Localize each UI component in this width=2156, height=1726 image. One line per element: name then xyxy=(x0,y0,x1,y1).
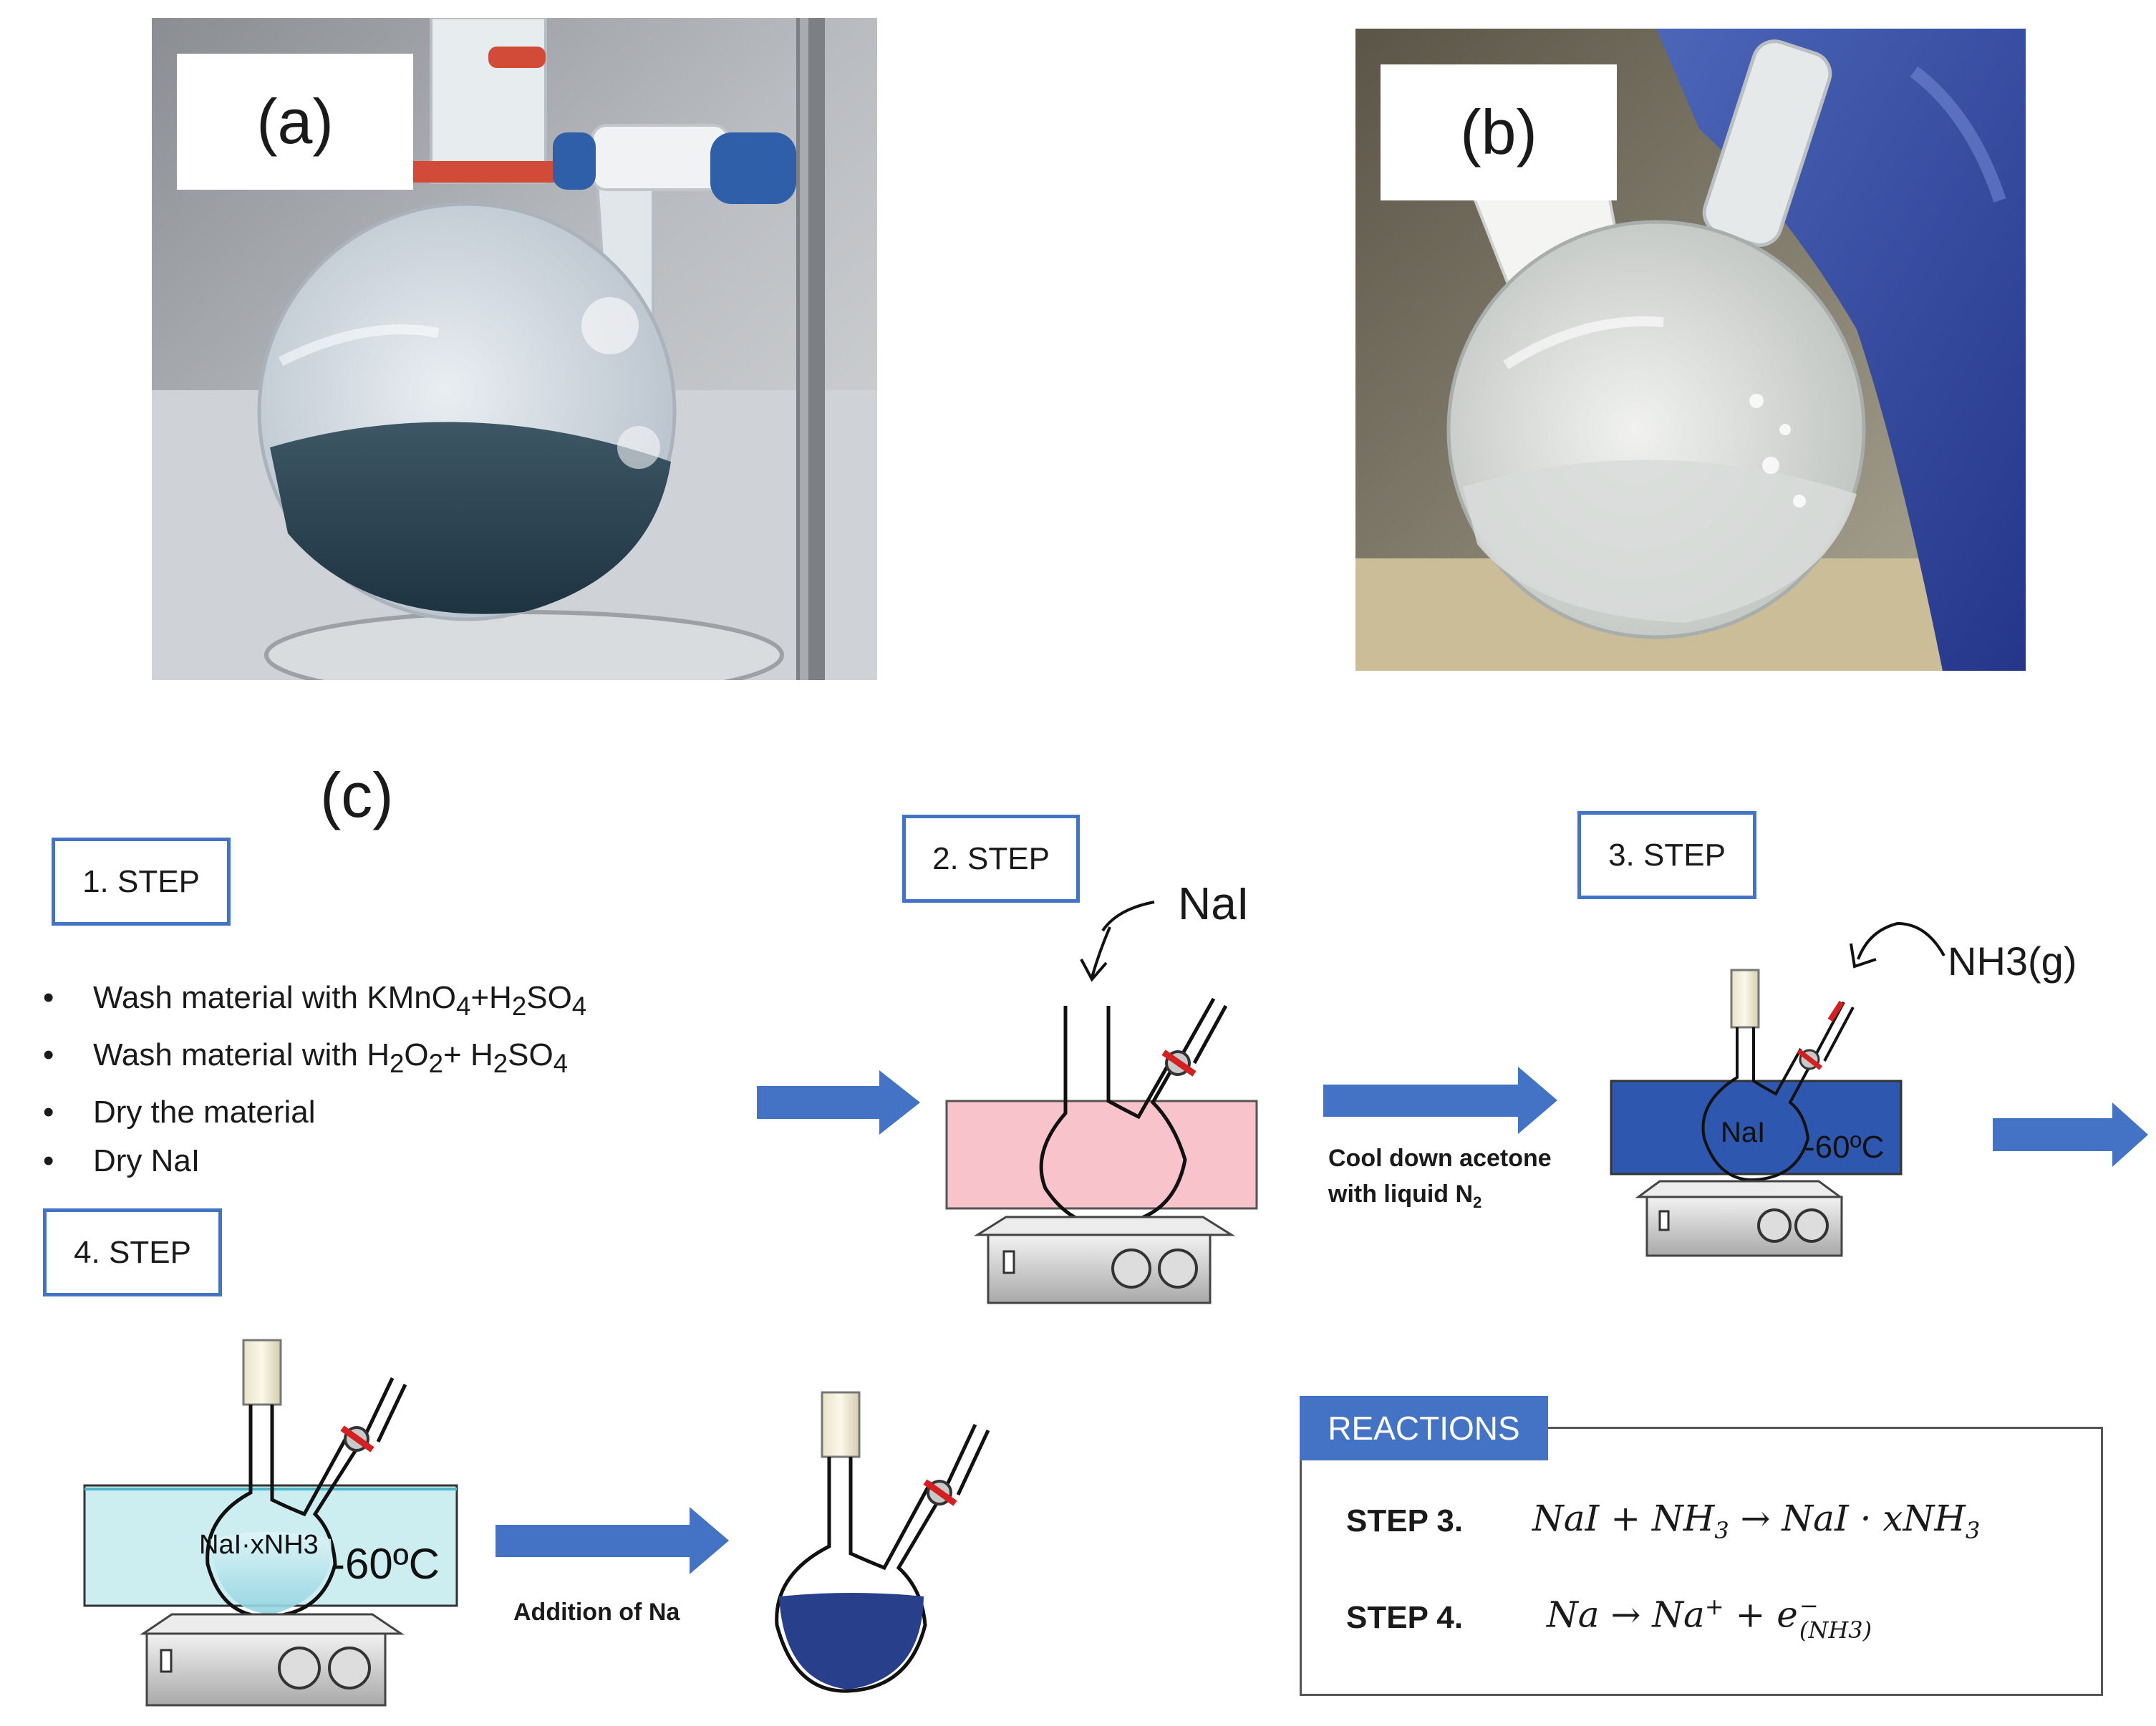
step-3-temperature: -60ºC xyxy=(1804,1130,1885,1165)
arrow-step1-to-step2 xyxy=(757,1070,920,1135)
reactions-title: REACTIONS xyxy=(1300,1396,1548,1460)
cool-down-line-1: Cool down acetone xyxy=(1328,1145,1552,1172)
cool-down-line-2: with liquid N2 xyxy=(1328,1180,1482,1211)
reactions-box xyxy=(1300,1427,2103,1696)
step-4-apparatus xyxy=(83,1339,458,1707)
addition-na-caption: Addition of Na xyxy=(513,1599,680,1626)
reaction-step-3-label: STEP 3. xyxy=(1346,1503,1464,1538)
photo-b-label: (b) xyxy=(1381,64,1617,200)
nh3-gas-label: NH3(g) xyxy=(1948,939,2077,984)
reaction-step-3-equation: NaI + NH3 → NaI · xNH3 xyxy=(1532,1498,1981,1544)
nai-in-flask-label: NaI xyxy=(1721,1117,1766,1148)
reaction-step-4-equation: Na → Na+ + e−(NH3) xyxy=(1547,1591,1872,1644)
arrow-step3-to-step4 xyxy=(1993,1102,2148,1167)
step-4-temperature: -60ºC xyxy=(331,1540,440,1588)
step-1-bullet-list: Wash material with KMnO4+H2SO4 Wash mate… xyxy=(43,974,687,1186)
nai-reagent-label: NaI xyxy=(1178,878,1249,929)
photo-b: (b) xyxy=(1355,29,2026,671)
arrow-step4-to-result xyxy=(496,1507,729,1574)
arrow-step2-to-step3 xyxy=(1323,1067,1557,1134)
nai-xnh3-label: NaI·xNH3 xyxy=(199,1530,319,1560)
cool-down-caption: Cool down acetone with liquid N2 xyxy=(1328,1140,1552,1221)
bullet-item: Wash material with KMnO4+H2SO4 xyxy=(43,974,687,1031)
bullet-item: Dry the material xyxy=(43,1088,687,1137)
panel-c-label: (c) xyxy=(320,760,394,830)
step-3-apparatus xyxy=(1610,921,1945,1257)
step-2-apparatus xyxy=(945,901,1258,1304)
photo-a: (a) xyxy=(152,18,877,680)
bullet-item: Dry NaI xyxy=(43,1137,687,1186)
step-1-box: 1. STEP xyxy=(52,838,231,926)
result-flask xyxy=(775,1391,990,1693)
reaction-step-4-label: STEP 4. xyxy=(1346,1600,1464,1635)
step-2-box: 2. STEP xyxy=(902,815,1080,903)
photo-a-label: (a) xyxy=(177,54,413,190)
photo-a-illustration xyxy=(152,18,877,680)
bullet-item: Wash material with H2O2+ H2SO4 xyxy=(43,1031,687,1088)
step-3-box: 3. STEP xyxy=(1577,811,1756,899)
step-4-box: 4. STEP xyxy=(43,1208,222,1296)
